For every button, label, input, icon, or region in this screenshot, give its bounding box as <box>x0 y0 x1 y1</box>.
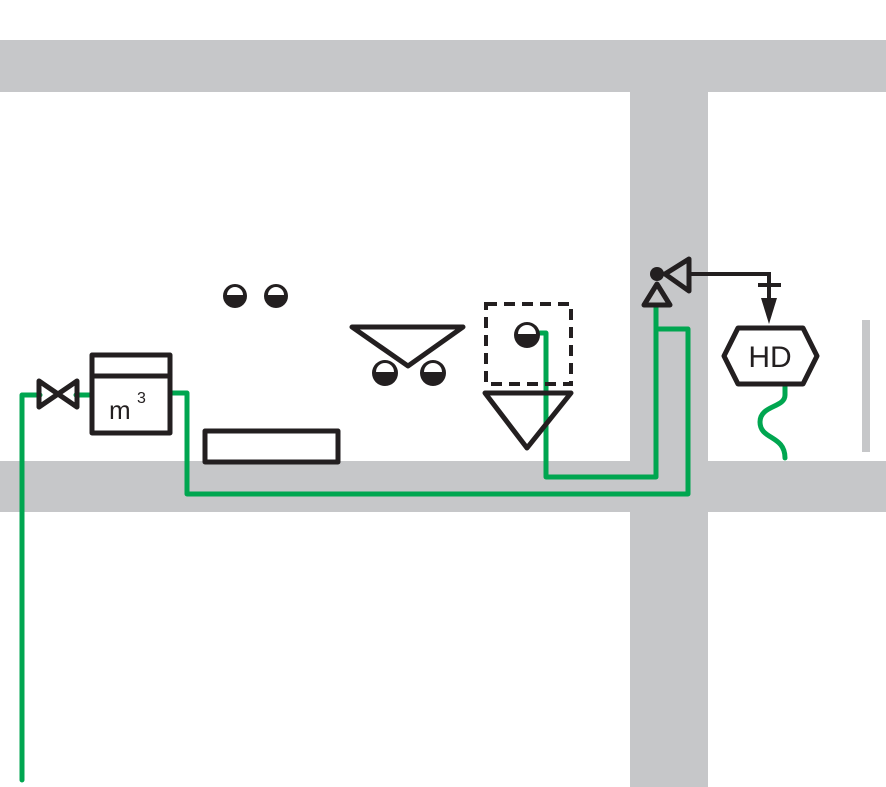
supply-pipe <box>19 392 43 783</box>
sink-supply-pipe <box>537 302 659 480</box>
heater-label: HD <box>748 341 791 374</box>
wall-middle <box>0 461 886 512</box>
meter-superscript: 3 <box>137 390 146 407</box>
washbasin-icon[interactable] <box>349 324 466 386</box>
drain-triangle-icon <box>482 390 574 451</box>
wall-vertical <box>630 92 708 787</box>
wall-top <box>0 40 886 92</box>
meter-label: m <box>109 395 131 425</box>
shutoff-valve-icon[interactable] <box>36 378 80 410</box>
water-heater-icon[interactable]: HD <box>721 325 820 387</box>
water-meter-icon[interactable]: m 3 <box>89 352 173 436</box>
main-distribution-pipe <box>167 326 691 497</box>
wall-partition <box>862 320 870 452</box>
bathtub-icon[interactable] <box>202 428 341 465</box>
outlet-pair-icon[interactable] <box>223 284 288 308</box>
concealed-outlet-icon[interactable] <box>484 302 573 386</box>
heater-flex-hose <box>757 383 788 461</box>
control-line-arrow-icon <box>689 272 781 324</box>
